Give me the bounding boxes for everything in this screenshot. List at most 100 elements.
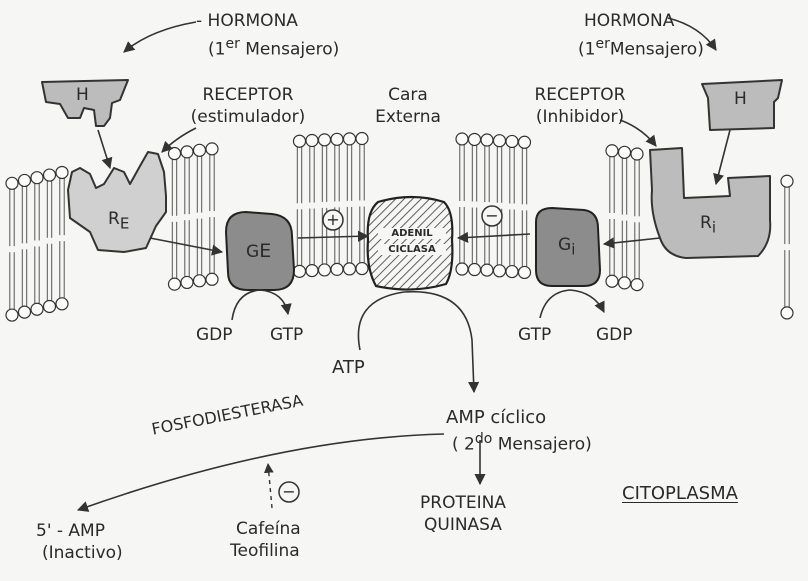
lipid-head <box>331 133 343 145</box>
hormone-left-role-sup: er <box>225 36 239 52</box>
hormone-right-role-close: Mensajero) <box>610 40 704 60</box>
lipid-head <box>481 264 493 276</box>
lipid-head <box>344 133 356 145</box>
receptor-inhib-symbol-sub: i <box>712 218 716 236</box>
outer-face-line1: Cara <box>358 86 458 105</box>
hormone-right-role-sup: er <box>595 36 609 52</box>
receptor-stim-symbol-sub: E <box>120 214 129 232</box>
g-stim-sub: E <box>259 240 271 262</box>
arrow-hormone-label-left <box>124 22 196 52</box>
lipid-head <box>56 298 68 310</box>
minus-sign: − <box>482 206 502 225</box>
arrow-hormone-to-receptor-left <box>98 130 110 168</box>
lipid-head <box>44 169 56 181</box>
amp-line1: 5' - AMP <box>36 522 105 541</box>
camp-line1: AMP cíclico <box>446 408 546 427</box>
g-inhib-label: Gi <box>558 236 575 258</box>
inhibitor-minus-sign: − <box>279 482 299 501</box>
lipid-head <box>181 276 193 288</box>
left-gtp: GTP <box>270 326 303 345</box>
arrow-phosphodiesterase <box>78 434 444 510</box>
lipid-head <box>6 309 18 321</box>
adenyl-line1: ADENIL <box>378 228 446 239</box>
lipid-head <box>331 263 343 275</box>
hormone-right-symbol: H <box>734 90 747 109</box>
hormone-left-role-close: Mensajero) <box>240 40 339 60</box>
hormone-right-role-open: (1 <box>578 40 595 60</box>
plus-sign: + <box>323 210 343 229</box>
lipid-head <box>319 264 331 276</box>
g-stim-label: GE <box>246 242 271 262</box>
hormone-right-name: HORMONA <box>584 12 674 31</box>
lipid-head <box>456 263 468 275</box>
g-inhib-sub: i <box>571 240 575 258</box>
g-inhib-main: G <box>558 235 571 255</box>
g-stim-main: G <box>246 242 259 262</box>
lipid-head <box>781 307 793 319</box>
lipid-head <box>31 303 43 315</box>
hormone-left-name: - HORMONA <box>196 12 298 31</box>
right-gtp: GTP <box>518 326 551 345</box>
arrow-ri-to-gi <box>604 238 660 244</box>
right-gdp: GDP <box>596 326 633 345</box>
kinase-line2: QUINASA <box>424 516 502 535</box>
atp-label: ATP <box>332 358 365 377</box>
lipid-head <box>194 275 206 287</box>
receptor-stim-symbol-main: R <box>108 209 120 229</box>
lipid-head <box>206 273 218 285</box>
camp-line2-open: ( 2 <box>452 435 475 455</box>
lipid-head <box>344 263 356 275</box>
lipid-head <box>506 135 518 147</box>
lipid-head <box>606 275 618 287</box>
lipid-head <box>194 144 206 156</box>
lipid-head <box>169 148 181 160</box>
lipid-head <box>306 134 318 146</box>
camp-line2: ( 2do Mensajero) <box>452 430 592 455</box>
lipid-head <box>619 277 631 289</box>
lipid-head <box>356 263 368 275</box>
adenyl-line2: CICLASA <box>378 244 446 255</box>
receptor-stimulating-shape <box>68 152 166 252</box>
lipid-head <box>44 300 56 312</box>
lipid-head <box>294 265 306 277</box>
kinase-line1: PROTEINA <box>420 494 506 513</box>
hormone-left-role-open: (1 <box>208 40 225 60</box>
lipid-head <box>19 174 31 186</box>
lipid-head <box>181 146 193 158</box>
receptor-stim-subtitle: (estimulador) <box>182 108 314 127</box>
lipid-head <box>606 145 618 157</box>
arrow-gi-to-adenyl <box>458 234 530 238</box>
lipid-head <box>456 133 468 145</box>
lipid-head <box>294 135 306 147</box>
lipid-head <box>306 265 318 277</box>
arrow-gdp-gtp-left <box>232 290 288 320</box>
lipid-head <box>19 306 31 318</box>
inhibitor-caffeine: Cafeína <box>236 520 301 539</box>
lipid-head <box>631 279 643 291</box>
outer-face-line2: Externa <box>358 108 458 127</box>
lipid-head <box>169 278 181 290</box>
lipid-head <box>56 166 68 178</box>
lipid-head <box>481 134 493 146</box>
arrow-atp-to-camp <box>358 292 474 392</box>
arrow-hormone-to-receptor-right <box>716 130 730 184</box>
hormone-left-symbol: H <box>76 86 89 105</box>
receptor-inhib-symbol: Ri <box>700 214 716 236</box>
cytoplasm-label: CITOPLASMA <box>622 484 738 503</box>
lipid-head <box>319 134 331 146</box>
lipid-head <box>356 133 368 145</box>
receptor-inhibitory-shape <box>650 148 770 258</box>
lipid-head <box>494 135 506 147</box>
hormone-right-role: (1erMensajero) <box>578 35 704 60</box>
arrow-ge-to-adenyl <box>298 236 368 238</box>
lipid-head <box>469 133 481 145</box>
receptor-stim-title: RECEPTOR <box>188 86 308 105</box>
arrow-gtp-gdp-right <box>540 290 604 318</box>
hormone-left-role: (1er Mensajero) <box>208 35 339 60</box>
receptor-inhib-title: RECEPTOR <box>520 86 640 105</box>
lipid-head <box>6 177 18 189</box>
receptor-inhib-subtitle: (Inhibidor) <box>520 108 640 127</box>
lipid-head <box>31 172 43 184</box>
lipid-head <box>631 148 643 160</box>
